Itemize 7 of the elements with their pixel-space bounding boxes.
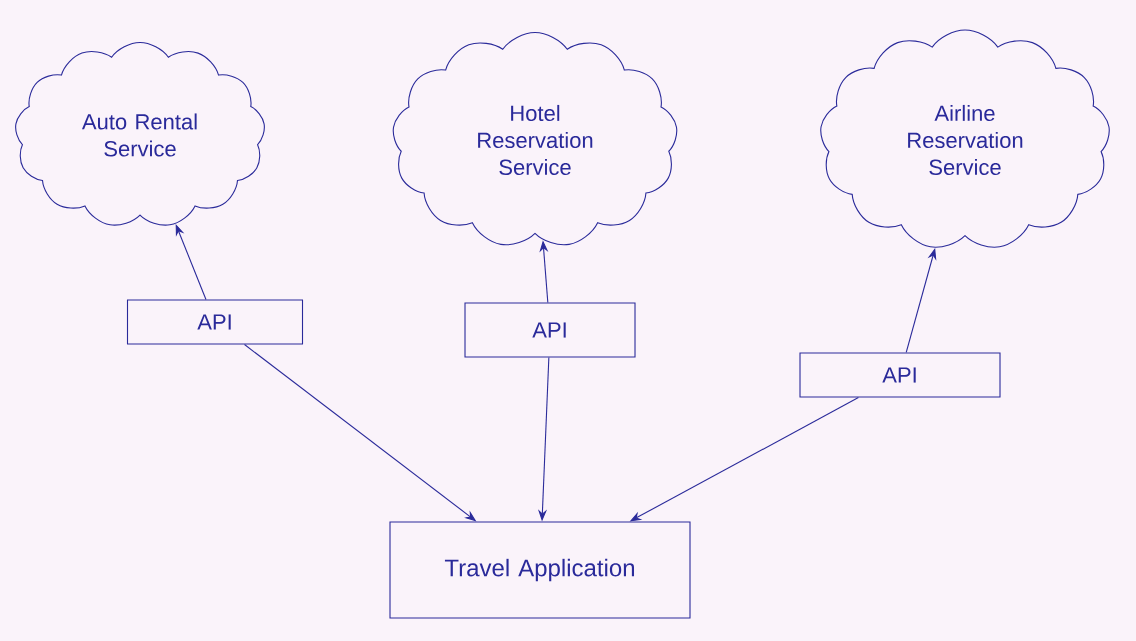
api-box: API <box>799 352 1001 398</box>
api-box: API <box>126 299 304 345</box>
cloud: Airline Reservation Service <box>820 29 1110 248</box>
application-box: Travel Application <box>389 521 691 619</box>
cloud: Hotel Reservation Service <box>392 31 678 246</box>
api-box: API <box>464 302 636 358</box>
cloud: Auto Rental Service <box>15 41 265 226</box>
